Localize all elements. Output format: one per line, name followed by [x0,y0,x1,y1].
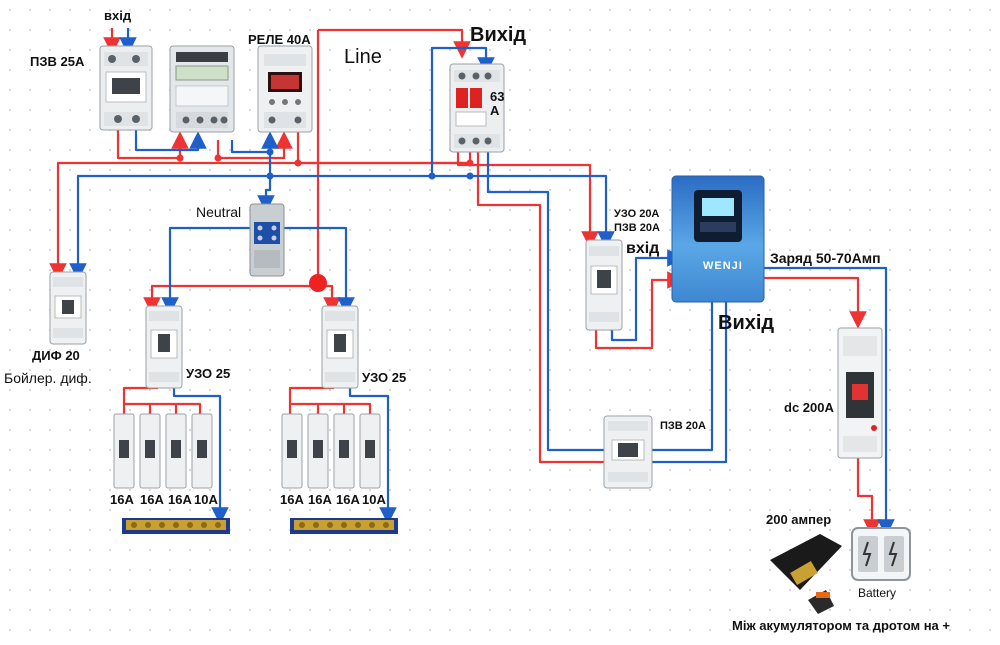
breaker-63a [449,63,505,153]
rcd-uzo20 [585,239,623,331]
dc200-label: dc 200A [784,400,834,415]
neutral-terminal-block [249,203,285,277]
fuse200-label: 200 ампер [766,512,832,527]
group-right-rating-4: 10A [362,492,386,507]
relay-label: РЕЛЕ 40А [248,32,311,47]
breaker-group-right [281,413,381,489]
neutral-bus-bar-left [122,518,230,534]
charge-label: Заряд 50-70Амп [770,250,881,266]
group-right-rating-1: 16A [280,492,304,507]
inverter-output-label: Вихід [718,312,775,334]
input-label-top: вхід [104,8,132,23]
inverter-brand: WENJI [703,260,743,272]
pzv20-top-label: ПЗВ 20А [614,222,660,234]
battery-label: Battery [858,586,897,600]
boiler-label: Бойлер. диф. [4,370,92,386]
pzv20-bottom-label: ПЗВ 20А [660,420,706,432]
rcd-uzo25-right [321,305,359,389]
rcbo-dif20 [49,271,87,345]
breaker-group-left [113,413,213,489]
fuse-200a [770,534,842,614]
breaker-pzv25 [99,45,153,131]
rcd-uzo25-left [145,305,183,389]
inverter [671,175,765,303]
voltage-relay [257,45,313,133]
group-left-rating-2: 16A [140,492,164,507]
dif20-label: ДИФ 20 [32,348,80,363]
battery-icon [851,527,911,581]
inverter-input-label: вхід [626,240,660,257]
footnote-label: Між акумулятором та дротом на + [732,618,950,633]
uzo25-right-label: УЗО 25 [362,370,407,385]
junction-dots [176,148,474,292]
dc-breaker-200a [837,327,883,459]
pzv25-label: ПЗВ 25А [30,54,85,69]
group-right-rating-3: 16A [336,492,360,507]
energy-meter [169,45,235,133]
breaker-pzv20 [603,415,653,489]
group-left-rating-3: 16A [168,492,192,507]
output-label-top: Вихід [470,24,527,46]
group-right-rating-2: 16A [308,492,332,507]
uzo25-left-label: УЗО 25 [186,366,231,381]
line-label: Line [344,46,382,68]
neutral-label: Neutral [196,204,242,220]
group-left-rating-4: 10A [194,492,218,507]
neutral-bus-bar-right [290,518,398,534]
group-left-rating-1: 16A [110,492,134,507]
neutral-wires [69,28,895,537]
uzo20-label: УЗО 20А [614,208,660,220]
breaker-63a-label: 63 А [490,89,505,118]
